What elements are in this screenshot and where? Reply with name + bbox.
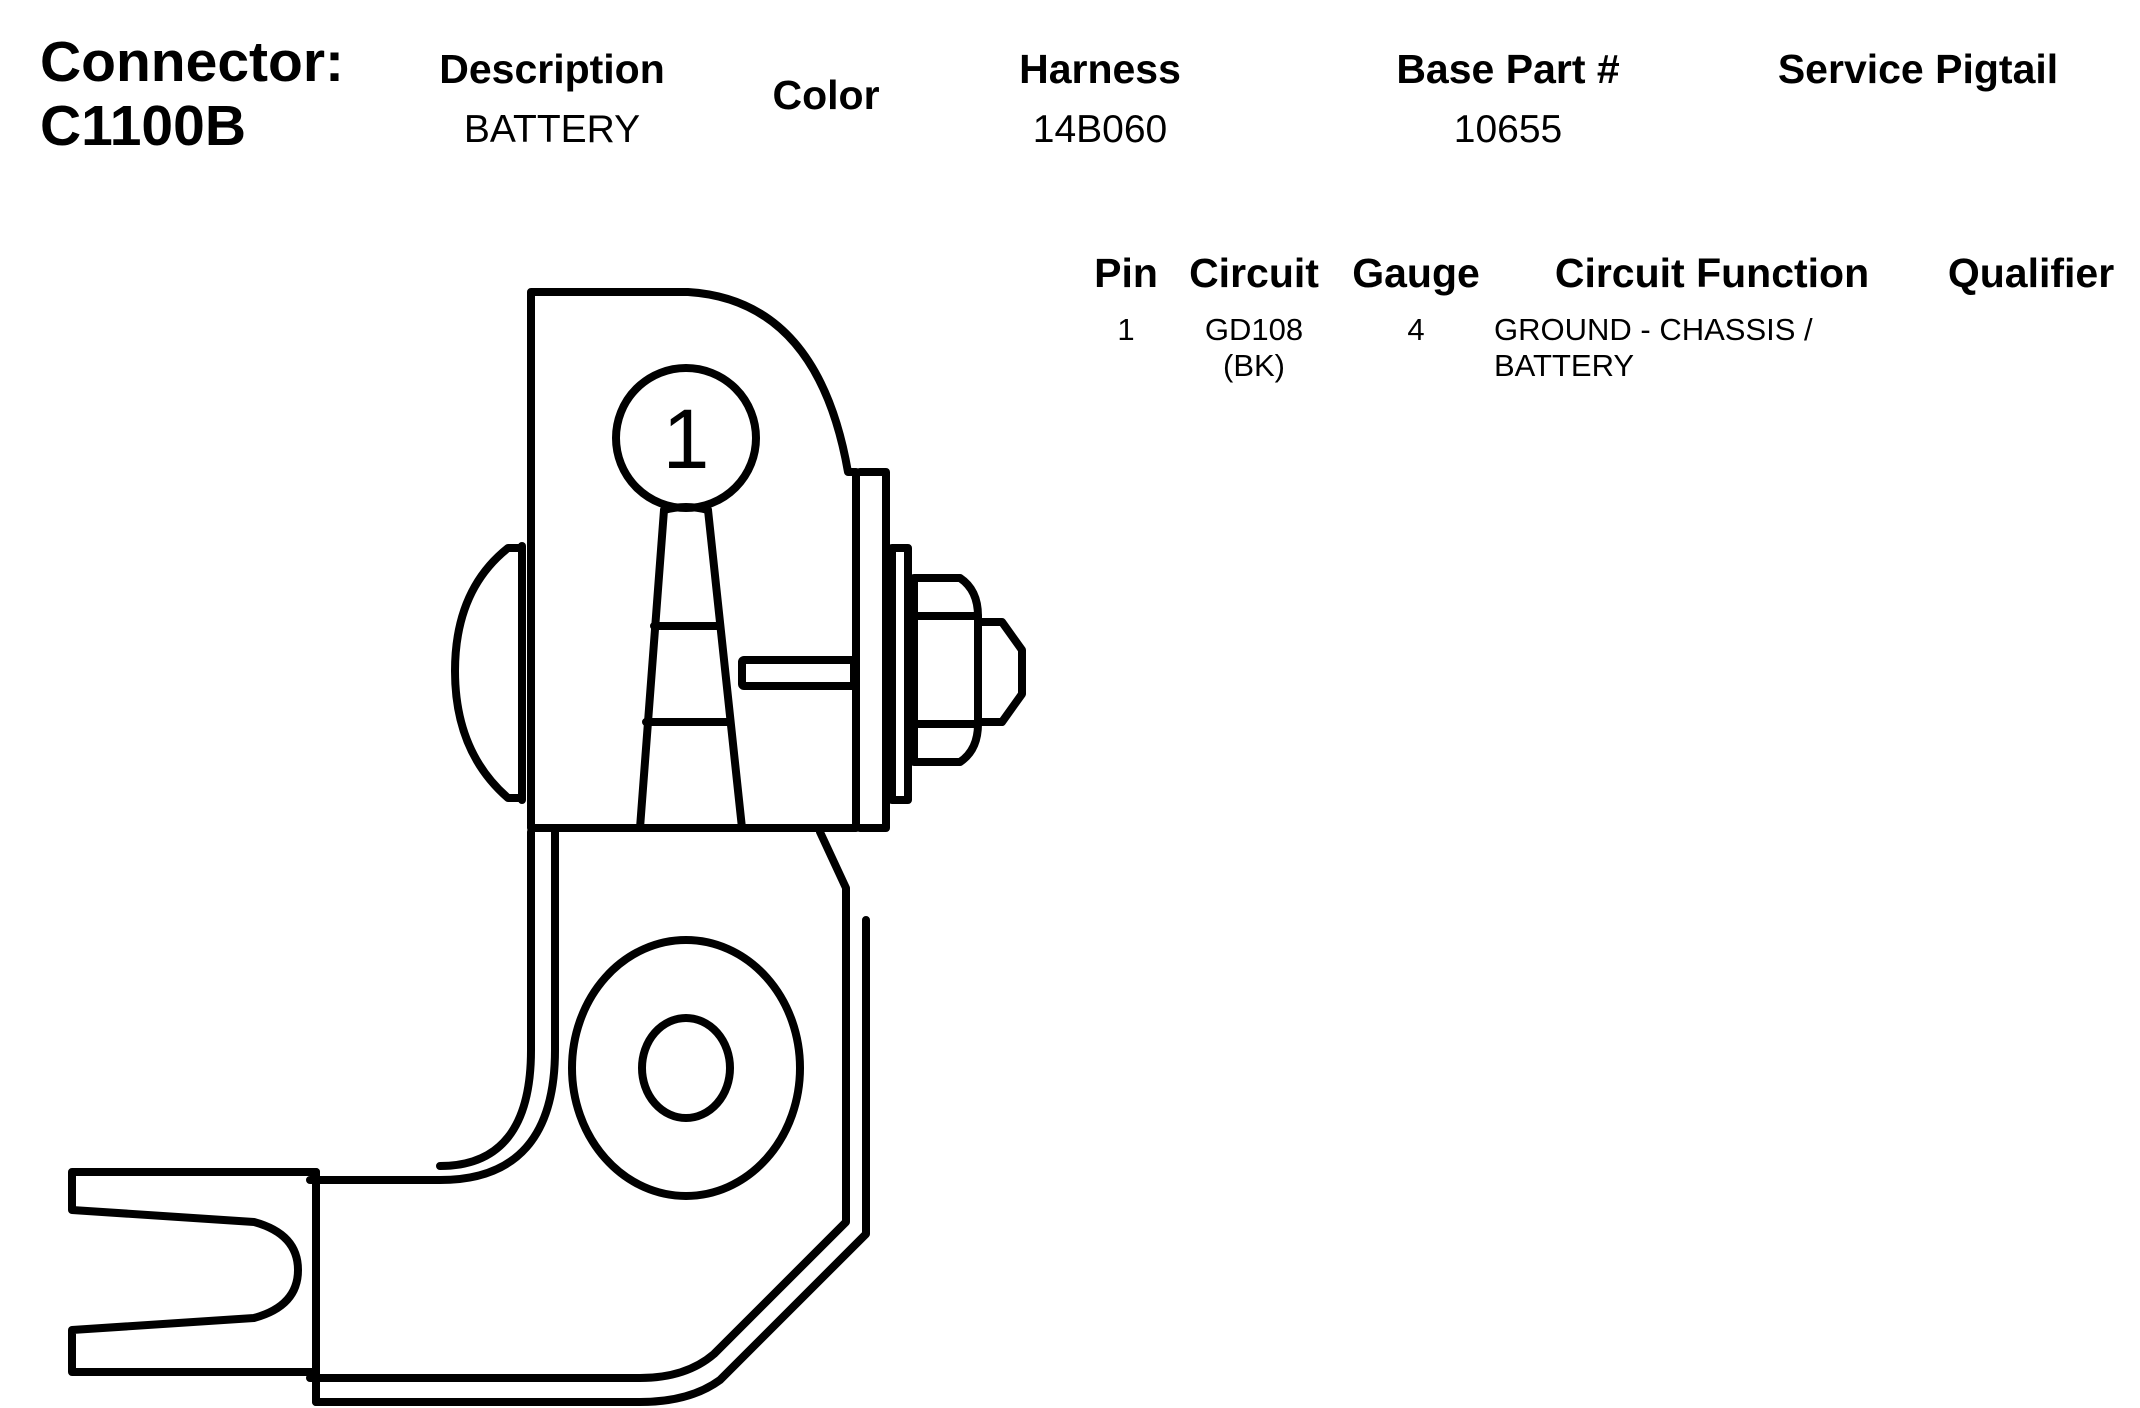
- col-header-gauge: Gauge: [1352, 250, 1480, 296]
- arm-inner-left: [306, 828, 559, 1184]
- base-part-value: 10655: [1453, 108, 1563, 151]
- nut-flat: [910, 612, 982, 728]
- pin-number-label: 1: [663, 392, 710, 486]
- arm-outer-right: [312, 916, 870, 1406]
- arm-outer-left: [436, 828, 535, 1170]
- pin-bar: [738, 656, 858, 690]
- cell-function-line2: BATTERY: [1494, 348, 1635, 383]
- slot-top: [660, 503, 712, 514]
- color-header: Color: [772, 72, 880, 118]
- base-part-header: Base Part #: [1396, 46, 1620, 92]
- connector-id: C1100B: [40, 94, 246, 158]
- harness-value: 14B060: [1032, 108, 1168, 151]
- cell-gauge: 4: [1407, 312, 1425, 347]
- ring-inner: [638, 1014, 734, 1122]
- cell-function-line1: GROUND - CHASSIS /: [1494, 312, 1813, 347]
- nut-end: [974, 618, 1026, 726]
- slot-bands: [642, 622, 734, 726]
- service-pigtail-header: Service Pigtail: [1777, 46, 2059, 92]
- terminal-housing: [527, 288, 860, 832]
- connector-title: Connector: C1100B: [40, 30, 344, 158]
- terminal-cap-lip: [856, 468, 890, 832]
- description-header: Description: [439, 46, 665, 92]
- col-header-qualifier: Qualifier: [1947, 250, 2115, 296]
- cell-pin: 1: [1117, 312, 1135, 347]
- ring-outer: [568, 936, 804, 1200]
- hex-nut: [910, 574, 982, 766]
- description-value: BATTERY: [463, 108, 641, 151]
- slot-wedge: [636, 506, 746, 832]
- cell-circuit: GD108 (BK): [1205, 312, 1303, 384]
- bolt-head: [451, 544, 526, 802]
- connector-label: Connector:: [40, 30, 344, 94]
- cell-circuit-function: GROUND - CHASSIS / BATTERY: [1494, 312, 1813, 384]
- arm-inner-right: [306, 828, 850, 1382]
- col-header-circuit-function: Circuit Function: [1554, 250, 1870, 296]
- harness-header: Harness: [1019, 46, 1181, 92]
- cell-circuit-color: (BK): [1222, 348, 1285, 383]
- fork-end: [68, 1168, 320, 1376]
- col-header-pin: Pin: [1094, 250, 1158, 296]
- col-header-circuit: Circuit: [1189, 250, 1319, 296]
- washer: [888, 544, 912, 804]
- cell-circuit-id: GD108: [1204, 312, 1304, 347]
